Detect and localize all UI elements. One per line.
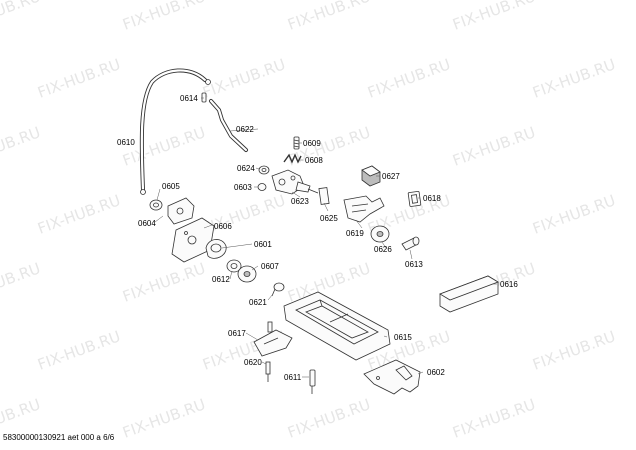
- part-0627-drawing: [361, 165, 381, 187]
- label-0614: 0614: [180, 94, 198, 103]
- label-0626: 0626: [374, 245, 392, 254]
- watermark-text: FIX-HUB.RU: [120, 395, 208, 442]
- watermark-text: FIX-HUB.RU: [35, 55, 123, 102]
- watermark-text: FIX-HUB.RU: [530, 327, 618, 374]
- label-0615: 0615: [394, 333, 412, 342]
- label-0624: 0624: [237, 164, 255, 173]
- watermark-text: FIX-HUB.RU: [530, 191, 618, 238]
- label-0601: 0601: [254, 240, 272, 249]
- part-0602-drawing: [363, 359, 421, 395]
- label-0603: 0603: [234, 183, 252, 192]
- label-0602: 0602: [427, 368, 445, 377]
- part-0608-drawing: [283, 153, 302, 164]
- watermark-text: FIX-HUB.RU: [0, 0, 43, 34]
- part-0610-drawing: [139, 68, 211, 195]
- part-0604-drawing: [167, 197, 195, 225]
- watermark-text: FIX-HUB.RU: [450, 123, 538, 170]
- part-0624-drawing: [258, 165, 270, 175]
- watermark-text: FIX-HUB.RU: [530, 55, 618, 102]
- part-0605-drawing: [149, 199, 163, 211]
- watermark-text: FIX-HUB.RU: [120, 0, 208, 34]
- part-0601-drawing: [205, 239, 227, 259]
- label-0618: 0618: [423, 194, 441, 203]
- part-0611-drawing: [309, 369, 316, 394]
- document-footer-id: 58300000130921 aet 000 a 6/6: [3, 433, 115, 442]
- label-0604: 0604: [138, 219, 156, 228]
- label-0612: 0612: [212, 275, 230, 284]
- part-0620-drawing: [265, 361, 271, 382]
- watermark-text: FIX-HUB.RU: [120, 259, 208, 306]
- watermark-text: FIX-HUB.RU: [450, 395, 538, 442]
- part-0619-drawing: [343, 195, 385, 223]
- watermark-text: FIX-HUB.RU: [285, 0, 373, 34]
- label-0607: 0607: [261, 262, 279, 271]
- part-0622-drawing: [209, 99, 248, 152]
- label-0622: 0622: [236, 125, 254, 134]
- part-0616-drawing: [439, 275, 499, 313]
- part-0623-drawing: [271, 169, 319, 195]
- label-0613: 0613: [405, 260, 423, 269]
- part-0614-drawing: [201, 92, 207, 103]
- part-0612-drawing: [226, 259, 242, 273]
- label-0608: 0608: [305, 156, 323, 165]
- label-0611: 0611: [284, 373, 302, 382]
- part-0606-drawing: [171, 217, 215, 263]
- part-0617-drawing: [253, 321, 293, 357]
- leader-lines: [154, 97, 497, 378]
- part-0626-drawing: [370, 225, 390, 243]
- label-0625: 0625: [320, 214, 338, 223]
- part-0609-drawing: [293, 136, 300, 150]
- label-0623: 0623: [291, 197, 309, 206]
- label-0617: 0617: [228, 329, 246, 338]
- label-0610: 0610: [117, 138, 135, 147]
- label-0627: 0627: [382, 172, 400, 181]
- watermark-text: FIX-HUB.RU: [0, 123, 43, 170]
- part-0625-drawing: [318, 187, 330, 205]
- part-0603-drawing: [257, 183, 267, 191]
- part-0618-drawing: [407, 190, 422, 207]
- part-0613-drawing: [401, 236, 420, 251]
- part-0607-drawing: [237, 265, 257, 283]
- part-labels: 0610 0614 0622 0609 0608 0624 0603 0623 …: [117, 94, 518, 382]
- watermark-text: FIX-HUB.RU: [365, 55, 453, 102]
- watermark-text: FIX-HUB.RU: [285, 395, 373, 442]
- part-0621-drawing: [271, 282, 285, 297]
- watermark-text: FIX-HUB.RU: [35, 191, 123, 238]
- watermark-layer: FIX-HUB.RU FIX-HUB.RU FIX-HUB.RU FIX-HUB.RU…: [0, 0, 618, 442]
- label-0616: 0616: [500, 280, 518, 289]
- label-0621: 0621: [249, 298, 267, 307]
- label-0605: 0605: [162, 182, 180, 191]
- label-0606: 0606: [214, 222, 232, 231]
- watermark-text: FIX-HUB.RU: [0, 259, 43, 306]
- watermark-text: FIX-HUB.RU: [35, 327, 123, 374]
- label-0620: 0620: [244, 358, 262, 367]
- watermark-text: FIX-HUB.RU: [450, 0, 538, 34]
- part-0615-drawing: [283, 291, 391, 361]
- label-0619: 0619: [346, 229, 364, 238]
- label-0609: 0609: [303, 139, 321, 148]
- watermark-text: FIX-HUB.RU: [200, 55, 288, 102]
